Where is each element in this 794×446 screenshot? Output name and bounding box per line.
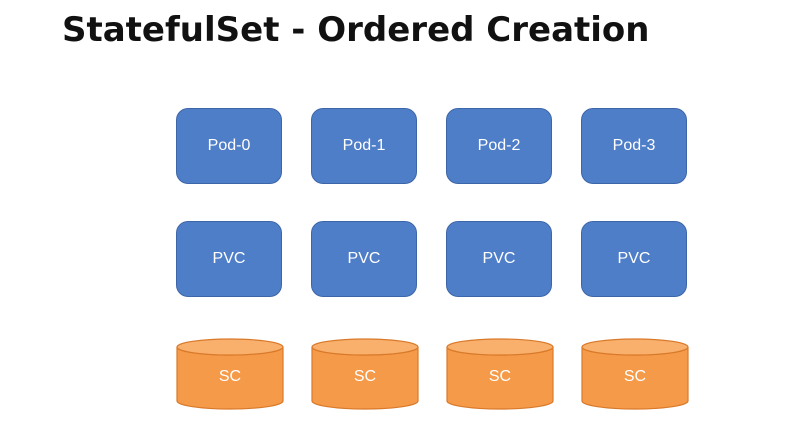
pvc-box-3: PVC: [581, 221, 687, 297]
pod-box-1: Pod-1: [311, 108, 417, 184]
cylinder-shape: [311, 338, 419, 410]
pvc-box-1: PVC: [311, 221, 417, 297]
pod-box-0: Pod-0: [176, 108, 282, 184]
pod-box-3: Pod-3: [581, 108, 687, 184]
cylinder-shape: [446, 338, 554, 410]
cylinder-shape: [176, 338, 284, 410]
sc-label: SC: [353, 368, 377, 385]
pvc-box-0: PVC: [176, 221, 282, 297]
pod-box-2: Pod-2: [446, 108, 552, 184]
pvc-label: PVC: [212, 250, 246, 267]
pod-label: Pod-1: [342, 137, 386, 154]
pvc-label: PVC: [617, 250, 651, 267]
page-title: StatefulSet - Ordered Creation: [62, 10, 650, 50]
sc-label: SC: [488, 368, 512, 385]
cylinder-shape: [581, 338, 689, 410]
sc-cylinder-1: SC: [311, 338, 419, 410]
sc-cylinder-2: SC: [446, 338, 554, 410]
pod-label: Pod-2: [477, 137, 521, 154]
sc-label: SC: [623, 368, 647, 385]
sc-label: SC: [218, 368, 242, 385]
sc-cylinder-0: SC: [176, 338, 284, 410]
pod-label: Pod-3: [612, 137, 656, 154]
pvc-label: PVC: [347, 250, 381, 267]
sc-cylinder-3: SC: [581, 338, 689, 410]
pvc-box-2: PVC: [446, 221, 552, 297]
pvc-label: PVC: [482, 250, 516, 267]
pod-label: Pod-0: [207, 137, 251, 154]
